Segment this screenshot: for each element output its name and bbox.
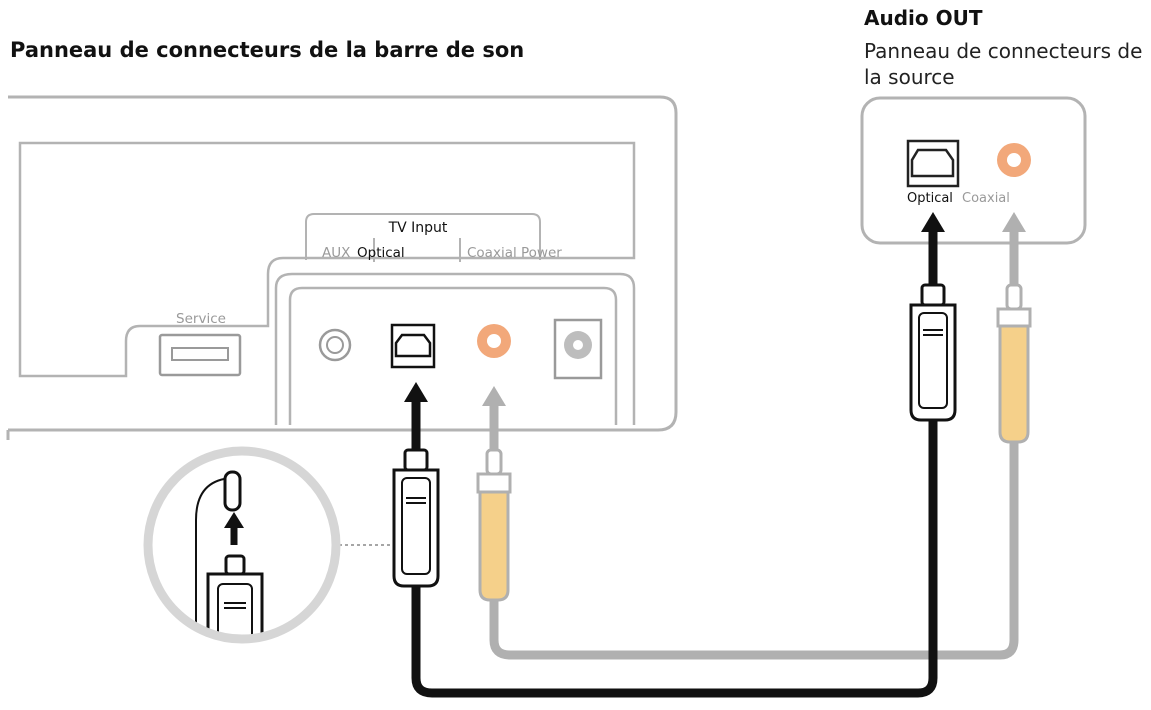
optical-label: Optical: [357, 245, 405, 261]
source-panel-title: Audio OUT: [864, 6, 983, 30]
optical-arrow-icon: [404, 382, 428, 455]
source-optical-plug: [909, 283, 957, 422]
power-jack: [553, 318, 603, 380]
source-coaxial-arrow-icon: [1002, 212, 1026, 285]
service-port: [158, 333, 242, 377]
aux-jack: [318, 328, 352, 362]
soundbar-panel-title: Panneau de connecteurs de la barre de so…: [10, 38, 525, 62]
tv-input-label: TV Input: [388, 220, 448, 236]
source-panel-subtitle: Panneau de connecteurs de la source: [864, 39, 1143, 89]
source-optical-arrow-icon: [921, 212, 945, 285]
coaxial-power-label: Coaxial Power: [467, 245, 562, 261]
optical-plug: [392, 448, 440, 588]
coaxial-cable: [489, 440, 1019, 660]
coaxial-jack: [477, 324, 511, 358]
inset-detail: [143, 446, 341, 644]
source-optical-label: Optical: [907, 191, 953, 206]
coaxial-arrow-icon: [482, 386, 506, 450]
service-label: Service: [176, 311, 226, 327]
source-coaxial-plug: [996, 283, 1032, 444]
optical-cable: [411, 418, 938, 698]
source-optical-jack: [906, 139, 960, 188]
source-panel: [860, 96, 1087, 245]
optical-jack: [390, 323, 436, 369]
soundbar-body: [8, 95, 678, 432]
aux-label: AUX: [322, 245, 350, 261]
coaxial-plug: [476, 448, 512, 602]
source-coaxial-jack: [997, 143, 1031, 177]
source-coaxial-label: Coaxial: [962, 191, 1010, 206]
